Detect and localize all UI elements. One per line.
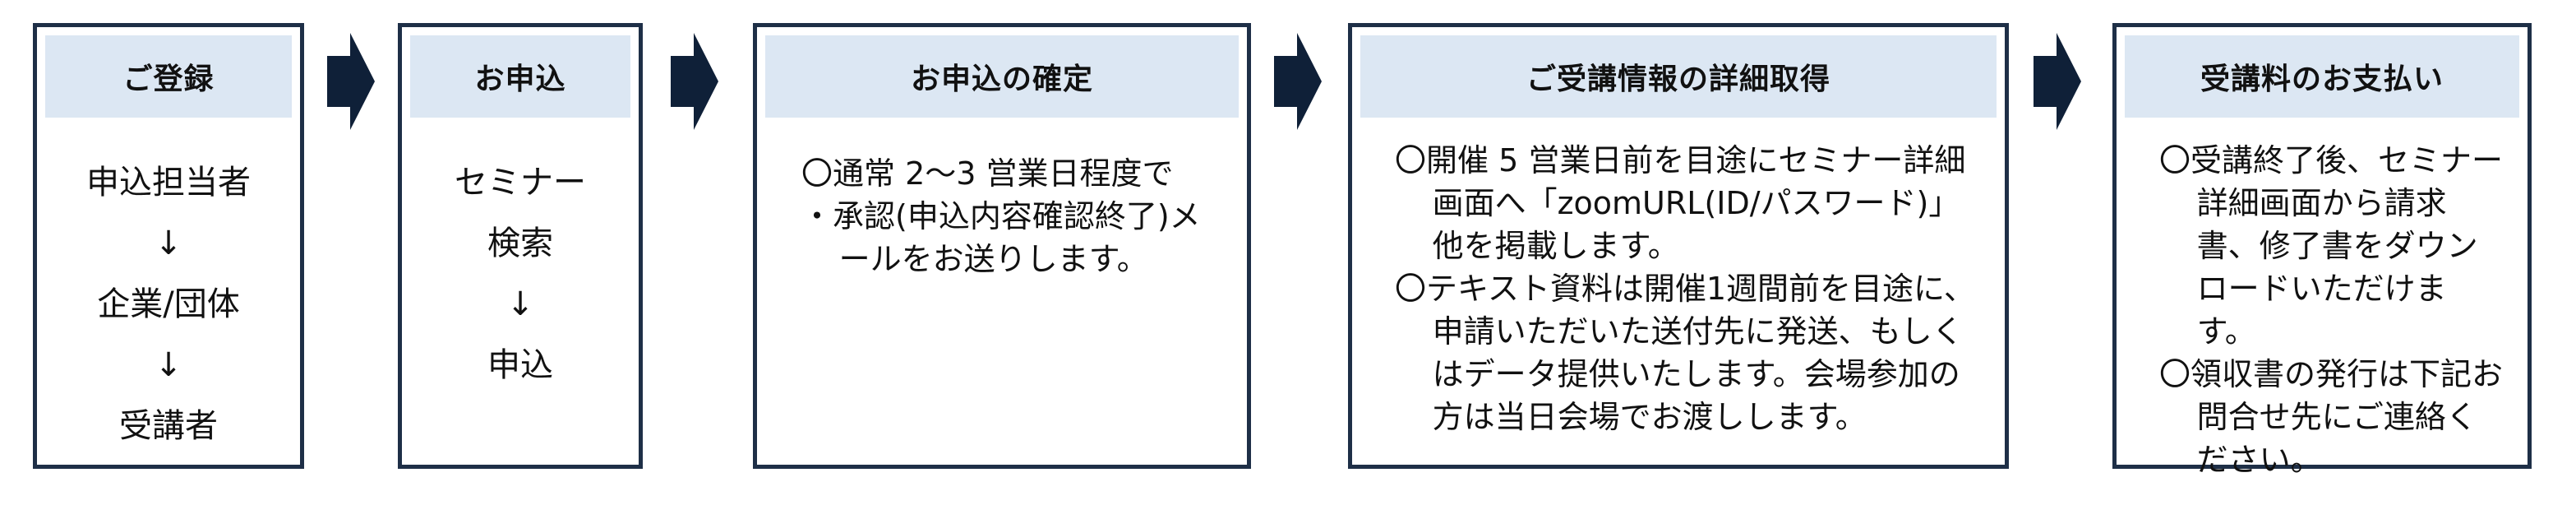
down-arrow: ↓ xyxy=(155,346,182,384)
step-title: ご登録 xyxy=(45,35,292,118)
step-title: ご受講情報の詳細取得 xyxy=(1360,35,1997,118)
description-line: 〇領収書の発行は下記お問合せ先にご連絡ください。 xyxy=(2159,356,2504,478)
flow-item: 申込 xyxy=(487,346,553,384)
description-line: 〇受講終了後、セミナー詳細画面から請求書、修了書をダウンロードいただけます。 xyxy=(2159,142,2504,350)
description-line: ・承認(申込内容確認終了)メールをお送りします。 xyxy=(801,198,1201,277)
flow-item: 検索 xyxy=(487,225,553,262)
flow-item: 受講者 xyxy=(119,407,218,445)
step-payment: 受講料のお支払い 〇受講終了後、セミナー詳細画面から請求書、修了書をダウンロード… xyxy=(2112,23,2532,478)
flow-item: セミナー xyxy=(455,164,586,202)
right-arrow-icon xyxy=(1274,33,1322,130)
step-description: 〇通常 2～3 営業日程度で ・承認(申込内容確認終了)メールをお送りします。 xyxy=(765,134,1239,453)
step-description: 〇受講終了後、セミナー詳細画面から請求書、修了書をダウンロードいただけます。 〇… xyxy=(2125,134,2519,478)
step-description: 〇開催 5 営業日前を目途にセミナー詳細画面へ「zoomURL(ID/パスワード… xyxy=(1360,134,1997,453)
step-application: お申込 セミナー 検索 ↓ 申込 xyxy=(398,23,643,469)
step-flow-list: セミナー 検索 ↓ 申込 xyxy=(410,134,630,453)
step-registration: ご登録 申込担当者 ↓ 企業/団体 ↓ 受講者 xyxy=(33,23,304,469)
description-line: 〇通常 2～3 営業日程度で xyxy=(801,155,1174,192)
step-title: お申込 xyxy=(410,35,630,118)
down-arrow: ↓ xyxy=(155,225,182,262)
right-arrow-icon xyxy=(671,33,718,130)
description-line: 〇開催 5 営業日前を目途にセミナー詳細画面へ「zoomURL(ID/パスワード… xyxy=(1395,142,1966,264)
right-arrow-icon xyxy=(327,33,375,130)
step-application-confirmation: お申込の確定 〇通常 2～3 営業日程度で ・承認(申込内容確認終了)メールをお… xyxy=(753,23,1251,469)
step-course-details: ご受講情報の詳細取得 〇開催 5 営業日前を目途にセミナー詳細画面へ「zoomU… xyxy=(1348,23,2009,469)
right-arrow-icon xyxy=(2034,33,2081,130)
down-arrow: ↓ xyxy=(506,285,534,323)
step-title: 受講料のお支払い xyxy=(2125,35,2519,118)
step-flow-list: 申込担当者 ↓ 企業/団体 ↓ 受講者 xyxy=(45,134,292,453)
description-line: 〇テキスト資料は開催1週間前を目途に、申請いただいた送付先に発送、もしくはデータ… xyxy=(1395,271,1975,435)
flow-item: 申込担当者 xyxy=(86,164,251,202)
step-title: お申込の確定 xyxy=(765,35,1239,118)
flow-item: 企業/団体 xyxy=(97,285,240,323)
